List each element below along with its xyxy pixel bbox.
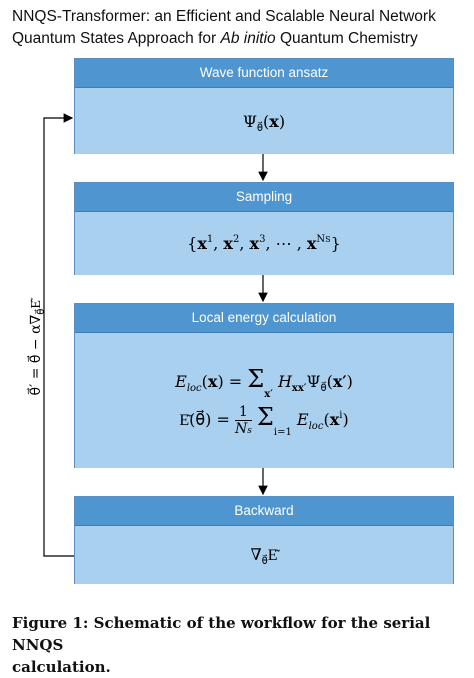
title-line-2-pre: Quantum States Approach for (12, 30, 221, 47)
panel-header: Wave function ansatz (75, 59, 453, 88)
panel-backward: Backward ∇θ⃗E͂ (74, 496, 454, 584)
title-line-2-post: Quantum Chemistry (275, 30, 418, 47)
panel-formula: {x1, x2, x3, ⋯ , xNS} (75, 212, 453, 275)
caption-line-2: calculation. (12, 658, 111, 676)
panel-formula: Ψθ⃗(x) (75, 88, 453, 154)
title-line-2: Quantum States Approach for Ab initio Qu… (12, 28, 468, 50)
arrow-feedback-loop (43, 113, 74, 557)
title-line-1: NNQS-Transformer: an Efficient and Scala… (12, 8, 436, 25)
panel-sampling: Sampling {x1, x2, x3, ⋯ , xNS} (74, 182, 454, 275)
panel-formula: ∇θ⃗E͂ (75, 526, 453, 584)
title-line-2-italic: Ab initio (220, 30, 276, 47)
figure-caption: Figure 1: Schematic of the workflow for … (12, 612, 468, 678)
caption-line-1: Figure 1: Schematic of the workflow for … (12, 614, 431, 654)
paper-title: NNQS-Transformer: an Efficient and Scala… (12, 6, 468, 50)
panel-header: Backward (75, 497, 453, 526)
panel-header: Local energy calculation (75, 304, 453, 333)
panel-local-energy: Local energy calculation Eloc(x) = Σx′ H… (74, 303, 454, 468)
panel-header: Sampling (75, 183, 453, 212)
update-rule-label: θ⃗′ = θ⃗ − α∇θ⃗E͂ (28, 300, 47, 396)
flow-arrows (43, 113, 268, 557)
panel-wave-function-ansatz: Wave function ansatz Ψθ⃗(x) (74, 58, 454, 154)
